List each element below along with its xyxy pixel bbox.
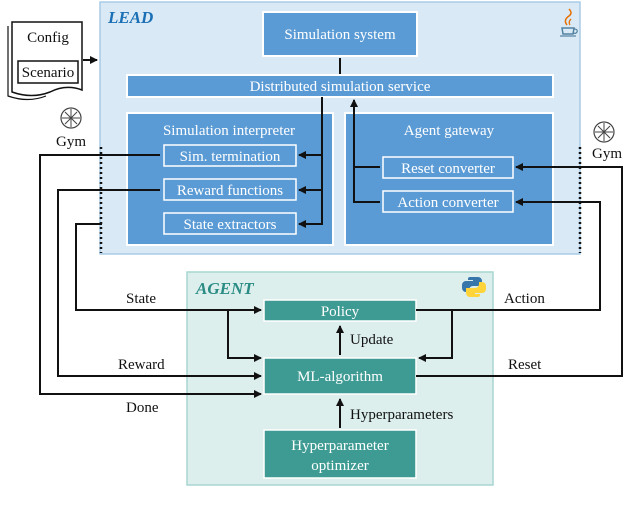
gym-icon bbox=[593, 121, 615, 143]
gym-left-label: Gym bbox=[56, 134, 86, 150]
done-label: Done bbox=[126, 400, 159, 416]
action-converter-box bbox=[382, 190, 514, 213]
service-to-state-arrow bbox=[298, 97, 323, 228]
reward-label: Reward bbox=[118, 357, 165, 373]
action-arrow bbox=[416, 198, 601, 311]
done-arrow bbox=[39, 154, 262, 398]
interpreter-title: Simulation interpreter bbox=[163, 123, 295, 139]
state-extractors-label: State extractors bbox=[184, 217, 277, 233]
sim-termination-label: Sim. termination bbox=[180, 149, 281, 165]
gym-right-label: Gym bbox=[592, 146, 622, 162]
state-extractors-box bbox=[163, 212, 297, 235]
gym-icon bbox=[60, 107, 82, 129]
reset-converter-label: Reset converter bbox=[401, 161, 495, 177]
scenario-box bbox=[17, 60, 79, 84]
reset-converter-box bbox=[382, 156, 514, 179]
update-label: Update bbox=[350, 332, 394, 348]
lead-title: LEAD bbox=[107, 8, 153, 27]
action-converter-label: Action converter bbox=[397, 195, 498, 211]
config-label: Config bbox=[27, 30, 69, 46]
action-to-ml-arrow bbox=[418, 310, 453, 362]
action-to-service-line bbox=[353, 167, 380, 203]
reset-arrow bbox=[416, 163, 623, 377]
optimizer-label-line2: optimizer bbox=[311, 458, 368, 474]
python-icon bbox=[462, 277, 486, 297]
reward-arrow bbox=[57, 189, 262, 380]
java-icon bbox=[560, 8, 578, 37]
distributed-service-label: Distributed simulation service bbox=[250, 79, 431, 95]
action-label: Action bbox=[504, 291, 545, 307]
policy-label: Policy bbox=[321, 304, 360, 320]
agent-title: AGENT bbox=[195, 279, 254, 298]
optimizer-label-line1: Hyperparameter bbox=[291, 438, 388, 454]
state-arrow bbox=[75, 223, 262, 314]
sim-termination-box bbox=[163, 144, 297, 167]
ml-algorithm-box bbox=[263, 357, 417, 395]
gateway-box bbox=[344, 112, 554, 246]
simulation-system-box bbox=[262, 11, 418, 57]
distributed-service-bar bbox=[126, 74, 554, 98]
hyperparameters-label: Hyperparameters bbox=[350, 407, 453, 423]
state-to-ml-arrow bbox=[227, 310, 262, 362]
gateway-title: Agent gateway bbox=[404, 123, 495, 139]
reward-functions-label: Reward functions bbox=[177, 183, 283, 199]
optimizer-box bbox=[263, 429, 417, 479]
ml-algorithm-label: ML-algorithm bbox=[297, 369, 383, 385]
reward-functions-box bbox=[163, 178, 297, 201]
config-scenario-document: Config Scenario bbox=[7, 21, 83, 101]
reset-label: Reset bbox=[508, 357, 542, 373]
simulation-system-label: Simulation system bbox=[284, 27, 396, 43]
scenario-label: Scenario bbox=[22, 65, 74, 81]
state-label: State bbox=[126, 291, 156, 307]
